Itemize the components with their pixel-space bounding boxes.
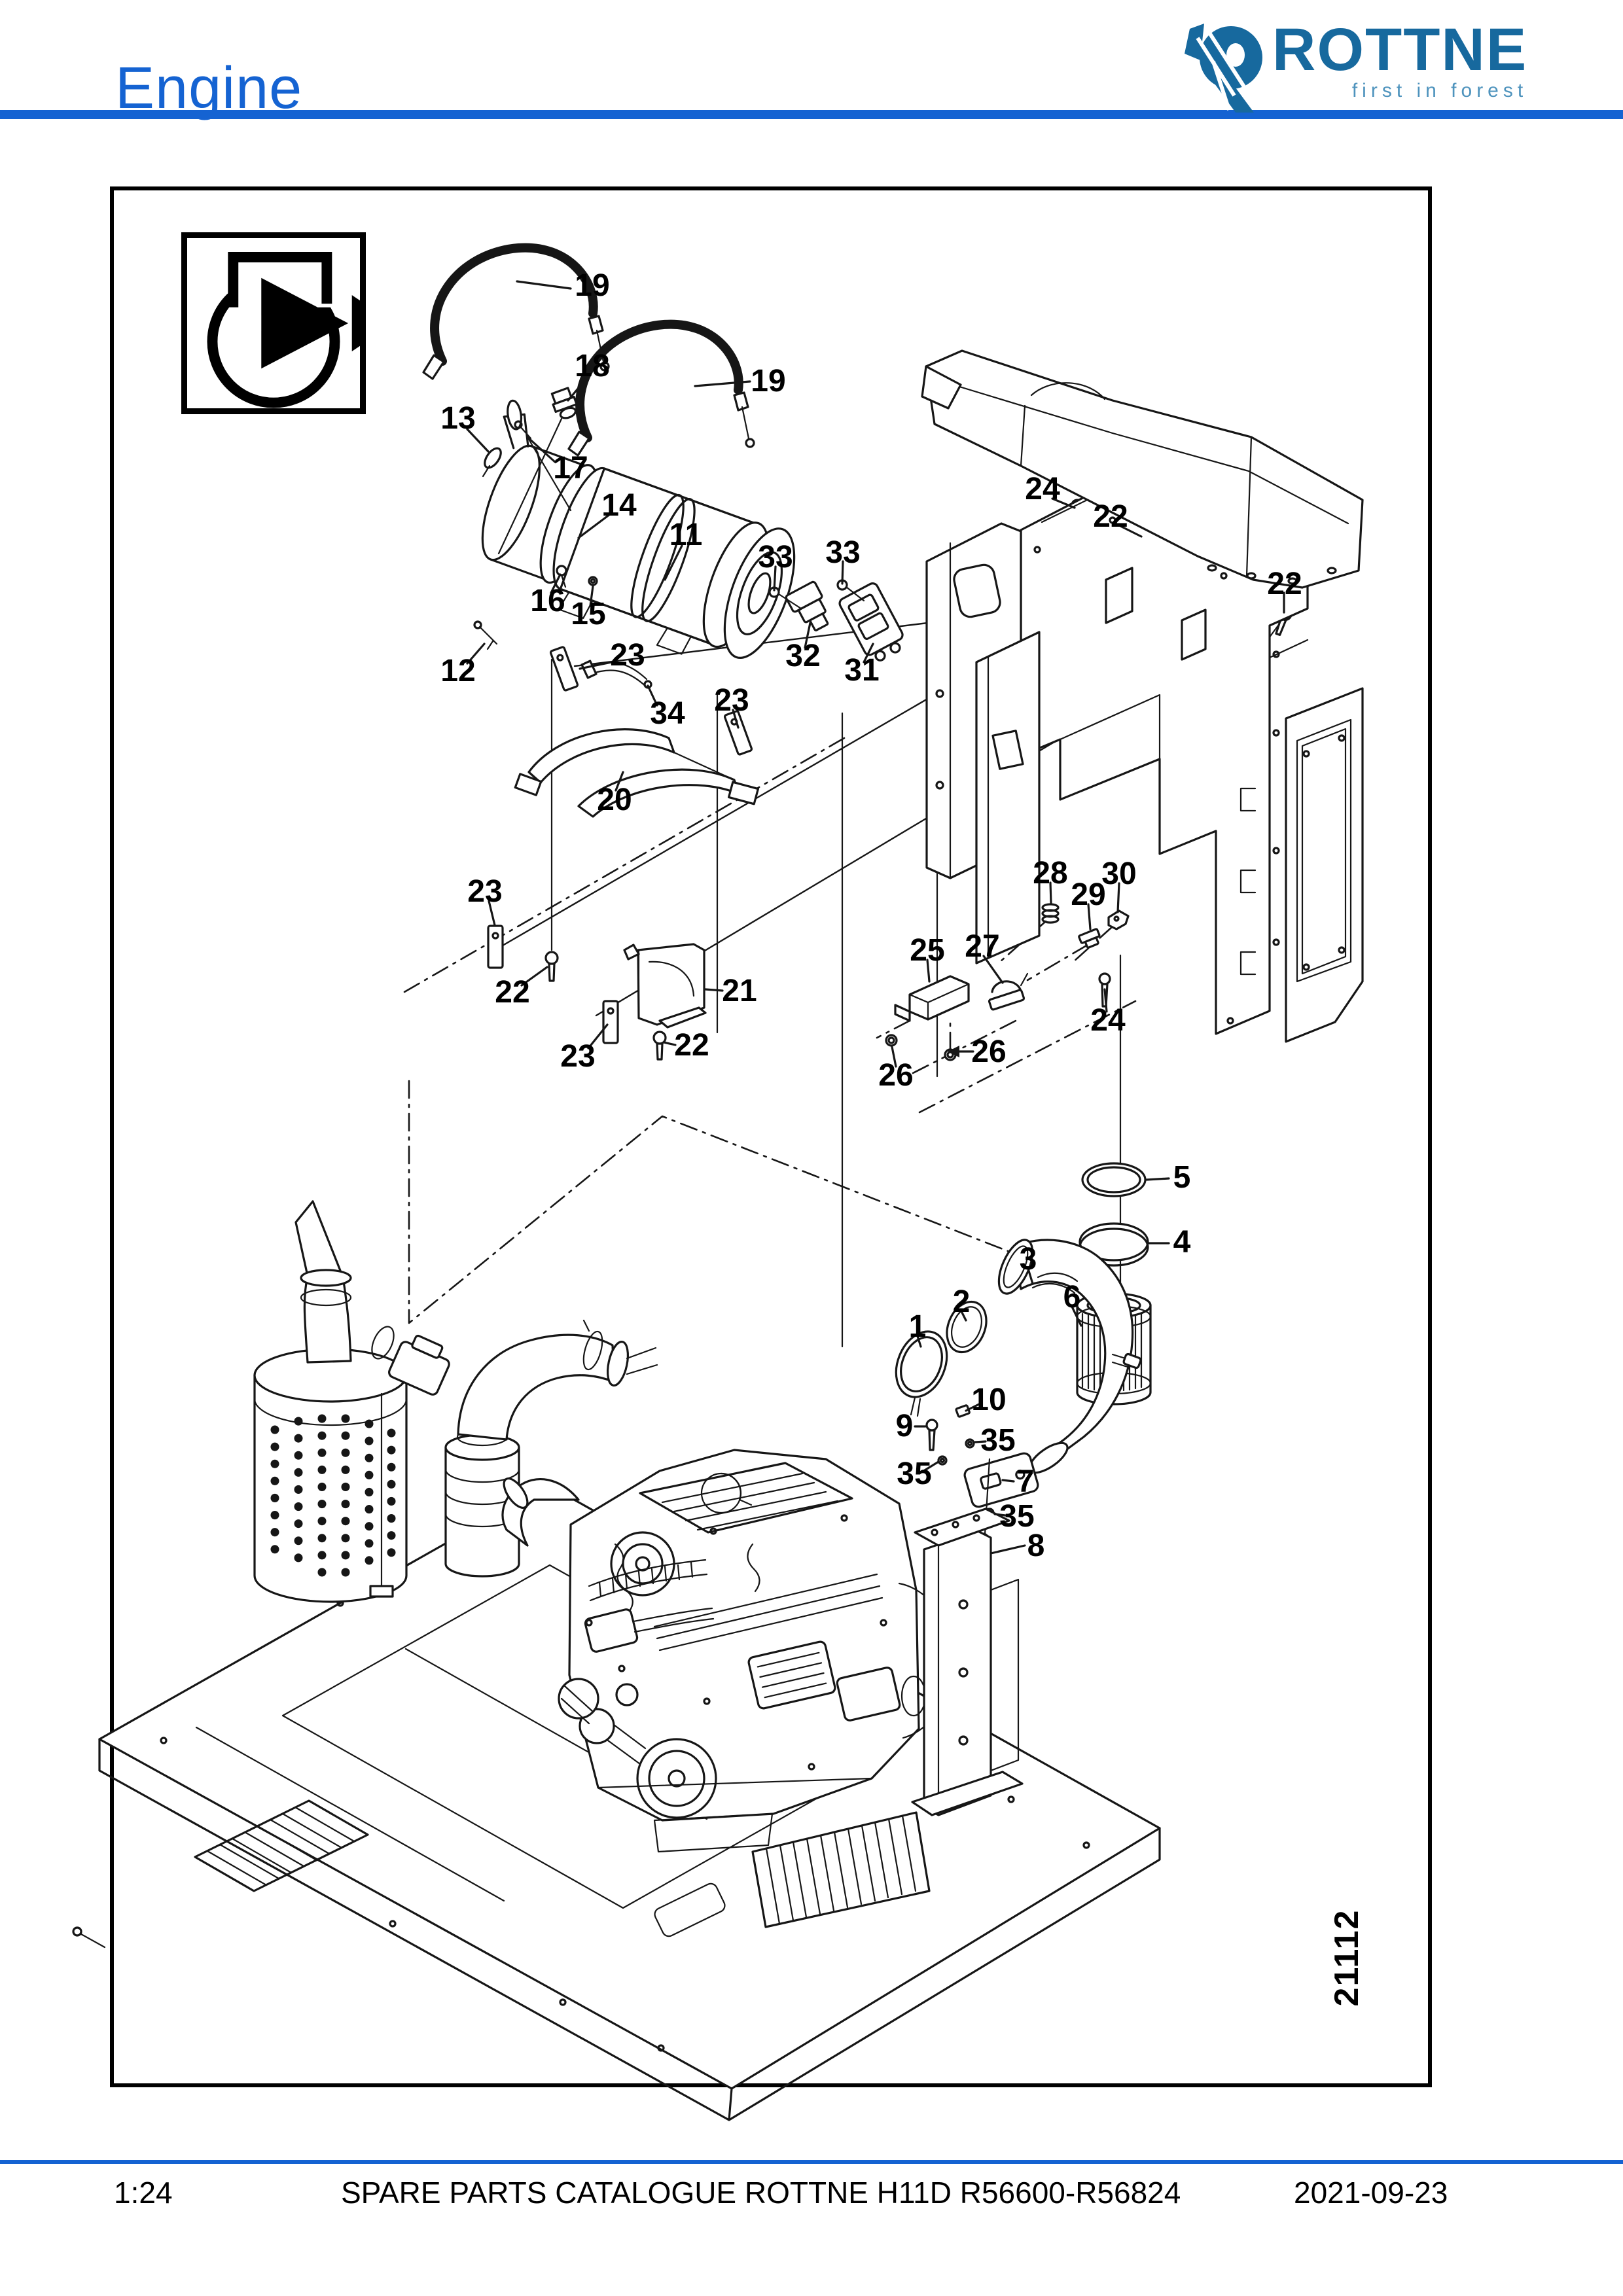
part-label-22: 22 — [495, 975, 530, 1010]
part-label-13: 13 — [440, 401, 476, 436]
part-label-2: 2 — [952, 1284, 971, 1319]
part-label-23: 23 — [467, 874, 503, 909]
part-label-12: 12 — [440, 654, 476, 688]
part-label-34: 34 — [650, 696, 685, 731]
footer-scale: 1:24 — [114, 2176, 173, 2210]
part-label-15: 15 — [571, 597, 606, 631]
part-label-8: 8 — [1027, 1528, 1045, 1563]
part-label-33: 33 — [758, 540, 793, 574]
part-label-32: 32 — [785, 639, 821, 673]
part-label-33: 33 — [825, 535, 861, 570]
part-label-10: 10 — [971, 1383, 1007, 1417]
part-label-24: 24 — [1090, 1003, 1126, 1038]
part-label-3: 3 — [1019, 1242, 1037, 1277]
part-label-23: 23 — [714, 683, 749, 718]
part-label-30: 30 — [1101, 857, 1137, 891]
part-label-22: 22 — [1093, 499, 1128, 534]
figure-frame — [110, 186, 1432, 2087]
part-label-6: 6 — [1063, 1280, 1081, 1315]
brand-logo: ROTTNE first in forest — [1170, 20, 1527, 118]
figure-number: 21112 — [1328, 1909, 1366, 2007]
logo-tagline: first in forest — [1351, 80, 1528, 101]
header-rule — [0, 110, 1623, 119]
part-label-26: 26 — [971, 1034, 1007, 1069]
footer-date: 2021-09-23 — [1294, 2176, 1448, 2210]
part-label-19: 19 — [575, 268, 610, 303]
part-label-29: 29 — [1071, 877, 1106, 912]
footer-rule — [0, 2160, 1623, 2164]
part-label-18: 18 — [575, 349, 610, 383]
part-label-28: 28 — [1033, 856, 1068, 891]
part-label-35: 35 — [999, 1499, 1035, 1534]
part-label-23: 23 — [560, 1039, 596, 1074]
part-label-1: 1 — [908, 1309, 927, 1344]
part-label-7: 7 — [1016, 1464, 1035, 1499]
part-label-19: 19 — [751, 364, 786, 398]
part-label-16: 16 — [530, 584, 565, 618]
rottne-mark-icon — [1185, 24, 1262, 113]
part-label-22: 22 — [1267, 567, 1302, 601]
part-label-23: 23 — [610, 638, 645, 673]
rottne-wordmark: ROTTNE — [1272, 16, 1528, 83]
part-label-21: 21 — [722, 974, 757, 1008]
part-label-27: 27 — [965, 929, 1000, 964]
part-label-9: 9 — [895, 1409, 914, 1443]
footer-title: SPARE PARTS CATALOGUE ROTTNE H11D R56600… — [341, 2176, 1181, 2210]
part-label-11: 11 — [669, 518, 703, 552]
part-label-20: 20 — [597, 783, 632, 817]
part-label-4: 4 — [1173, 1225, 1191, 1260]
part-label-5: 5 — [1173, 1160, 1191, 1195]
part-label-25: 25 — [910, 933, 945, 968]
part-label-22: 22 — [674, 1028, 709, 1063]
part-label-24: 24 — [1025, 472, 1060, 506]
part-label-35: 35 — [980, 1423, 1016, 1458]
part-label-35: 35 — [897, 1457, 932, 1491]
part-label-31: 31 — [844, 653, 880, 688]
part-label-17: 17 — [553, 451, 588, 486]
part-label-14: 14 — [601, 488, 637, 523]
part-label-26: 26 — [878, 1058, 914, 1093]
